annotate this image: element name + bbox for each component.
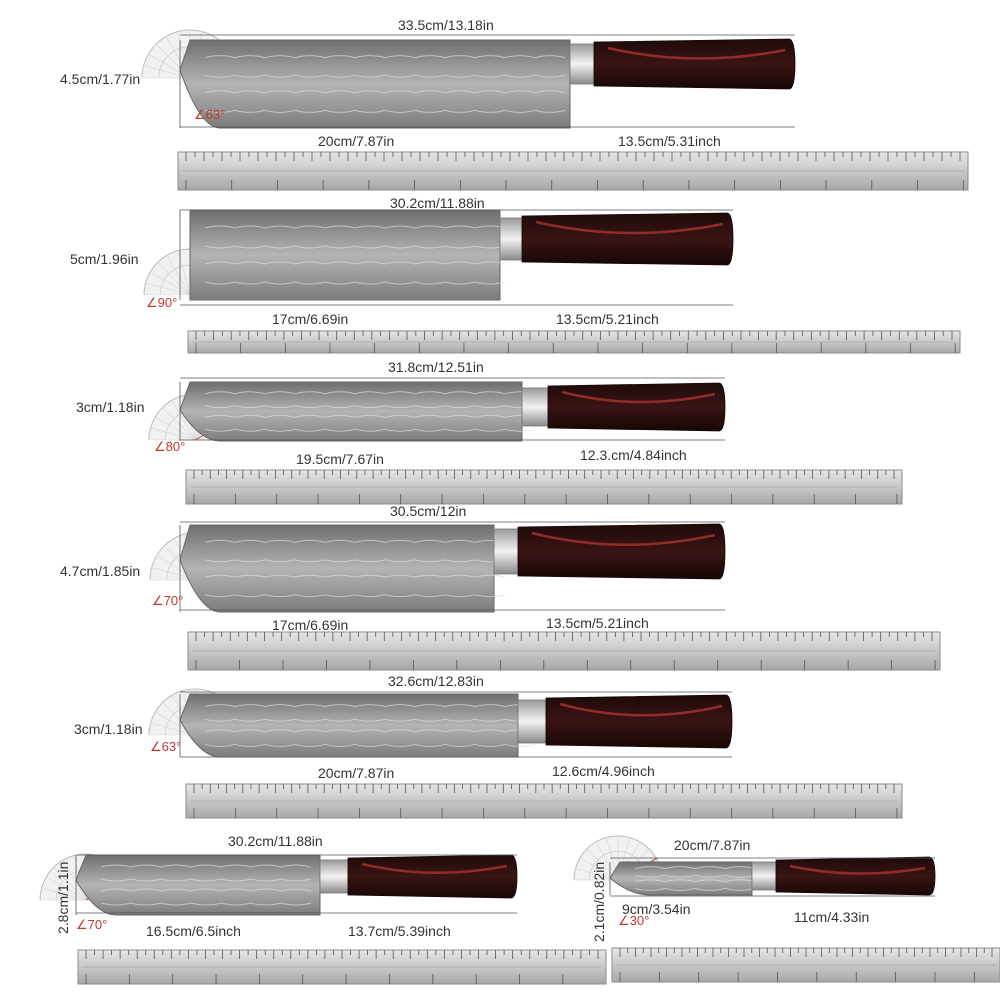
knife-3-handle-length: 12.3.cm/4.84inch [580,447,687,463]
knife-1-handle-length: 13.5cm/5.31inch [618,133,721,149]
knife-7-overall-length: 20cm/7.87in [674,837,751,853]
knife-2-blade-width: 5cm/1.96in [70,251,139,267]
knife-4-overall-length: 30.5cm/12in [390,503,467,519]
knife-3-blade-width: 3cm/1.18in [76,399,145,415]
knife-6-blade-width: 2.8cm/1.1in [55,861,71,934]
knife-3-bolster [521,387,549,427]
knife-3-blade [179,381,523,442]
knife-7-bolster [751,861,777,891]
knife-2-blade [189,209,501,301]
knife-2-handle-grain [535,220,724,235]
knife-6-blade [75,854,321,916]
knife-1-edge-angle: ∠63° [194,107,226,122]
knife-1-blade-length: 20cm/7.87in [318,133,395,149]
knife-6-overall-length: 30.2cm/11.88in [228,833,323,849]
knife-6-bolster [319,859,349,894]
knife-4-blade-length: 17cm/6.69in [272,617,349,633]
knife-5-bolster [517,699,547,744]
knife-6-handle-length: 13.7cm/5.39inch [348,923,451,939]
knife-1-overall-length: 33.5cm/13.18in [398,17,494,33]
knife-4-handle [517,523,726,580]
knife-5-blade-length: 20cm/7.87in [318,765,395,781]
ruler-2 [187,330,961,354]
knife-6-drawing [75,854,518,916]
knife-2-bolster [499,217,523,261]
knife-7-blade [609,861,753,896]
knife-4-handle-grain [531,531,716,546]
knife-1-bolster [569,43,595,85]
ruler-6 [77,949,607,985]
knife-1-blade-width: 4.5cm/1.77in [60,71,141,87]
knife-2-edge-angle: ∠90° [146,295,178,310]
knife-5-handle-grain [559,702,723,717]
knife-5-overall-length: 32.6cm/12.83in [388,673,484,689]
knife-5-handle-length: 12.6cm/4.96inch [552,763,655,779]
knife-7-handle-length: 11cm/4.33in [794,909,870,925]
knife-3-edge-angle: ∠80° [154,439,186,454]
knife-3-blade-length: 19.5cm/7.67in [296,451,384,467]
knife-5-blade [179,693,519,758]
knife-4-handle-length: 13.5cm/5.21inch [546,615,649,631]
knife-7-blade-length: 9cm/3.54in [622,901,691,917]
knife-3-overall-length: 31.8cm/12.51in [388,359,484,375]
knife-7-drawing [609,856,936,897]
knife-7-handle-grain [789,864,926,875]
knife-1-drawing [179,34,796,129]
knife-1-handle-grain [607,46,786,60]
knife-6-edge-angle: ∠70° [76,917,108,932]
knife-5-handle [545,694,733,749]
knife-3-handle-grain [561,390,716,404]
knife-6-handle [347,854,518,899]
ruler-4 [187,631,941,671]
knife-3-drawing [179,377,726,442]
ruler-1 [177,151,969,191]
knife-7-handle [775,856,936,896]
knife-4-blade [179,524,495,613]
knife-6-blade-length: 16.5cm/6.5inch [146,923,241,939]
knife-3-handle [547,382,726,432]
knife-5-edge-angle: ∠63° [150,739,182,754]
knife-4-bolster [493,528,519,575]
knife-6-handle-grain [361,862,508,875]
knife-4-drawing [179,521,726,613]
knife-2-handle [521,212,734,266]
knife-2-blade-length: 17cm/6.69in [272,311,349,327]
knife-7-edge-angle: ∠30° [618,913,650,928]
knife-7-blade-width: 2.1cm/0.82in [591,861,607,942]
knife-5-drawing [179,691,733,758]
knife-2-drawing [179,209,734,306]
ruler-7 [611,947,1000,983]
knife-2-overall-length: 30.2cm/11.88in [390,195,485,211]
ruler-3 [185,469,903,505]
ruler-5 [185,783,903,819]
knife-4-blade-width: 4.7cm/1.85in [60,563,141,579]
knife-1-handle [593,38,796,90]
knife-4-edge-angle: ∠70° [152,593,184,608]
knife-5-blade-width: 3cm/1.18in [74,721,143,737]
knife-1-blade [179,39,571,129]
knife-2-handle-length: 13.5cm/5.21inch [556,311,659,327]
